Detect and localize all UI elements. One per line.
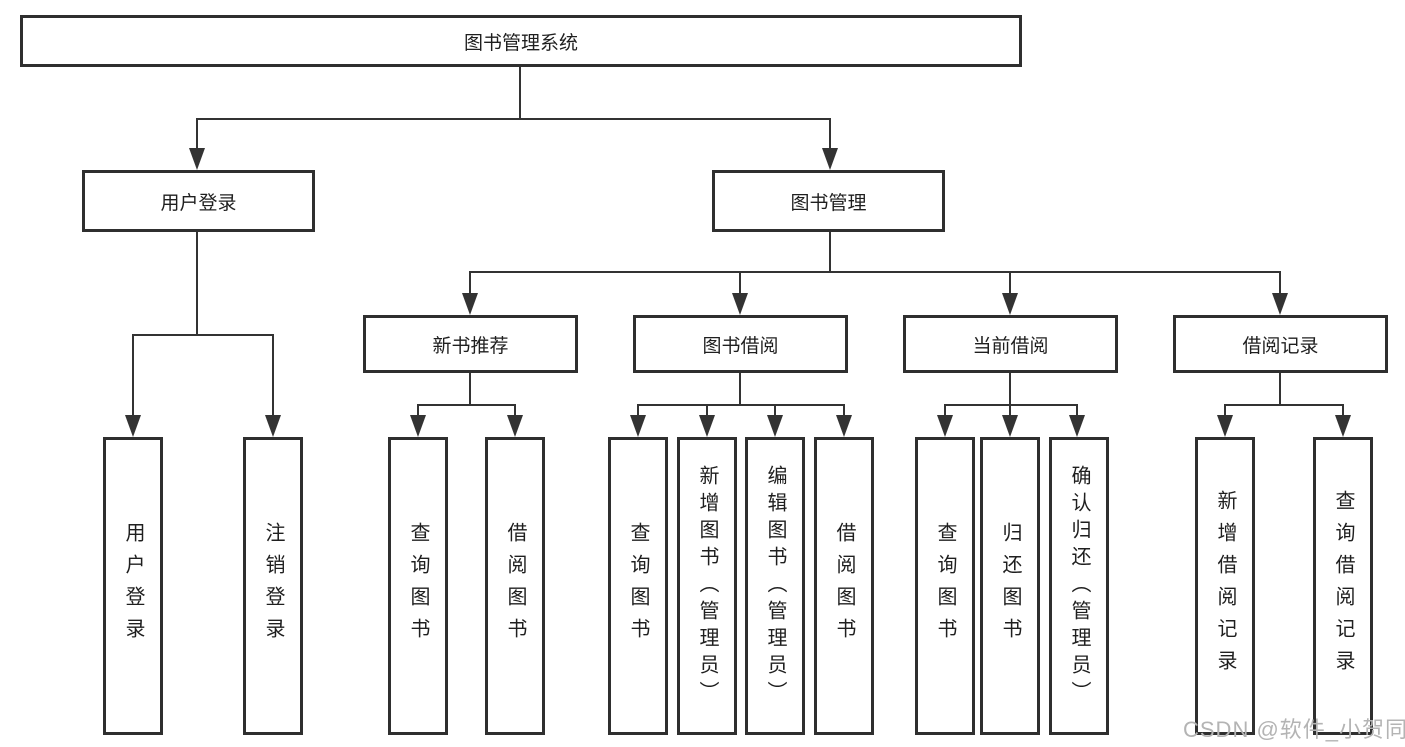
connector-branch bbox=[514, 405, 516, 421]
connector-branch bbox=[843, 405, 845, 421]
connector-bus bbox=[469, 271, 1281, 273]
connector-stem bbox=[469, 371, 471, 405]
node-label: 新增图书（管理员） bbox=[696, 464, 718, 708]
arrow-down-icon bbox=[767, 415, 783, 437]
arrow-down-icon bbox=[265, 415, 281, 437]
connector-bus bbox=[944, 404, 1078, 406]
connector-stem bbox=[829, 230, 831, 272]
leaf-user-login: 用户登录 bbox=[103, 437, 163, 735]
arrow-down-icon bbox=[1217, 415, 1233, 437]
leaf-confirm-return-admin: 确认归还（管理员） bbox=[1049, 437, 1109, 735]
connector-branch bbox=[944, 405, 946, 421]
connector-stem bbox=[196, 230, 198, 335]
node-label: 注销登录 bbox=[262, 522, 284, 650]
arrow-down-icon bbox=[699, 415, 715, 437]
node-label: 用户登录 bbox=[122, 522, 144, 650]
leaf-return-books: 归还图书 bbox=[980, 437, 1040, 735]
leaf-query-books-current: 查询图书 bbox=[915, 437, 975, 735]
node-label: 归还图书 bbox=[999, 522, 1021, 650]
arrow-down-icon bbox=[1272, 293, 1288, 315]
connector-branch bbox=[196, 119, 198, 154]
leaf-borrow-books: 借阅图书 bbox=[814, 437, 874, 735]
leaf-borrow-books-recommendation: 借阅图书 bbox=[485, 437, 545, 735]
connector-branch bbox=[739, 272, 741, 299]
connector-stem bbox=[1279, 371, 1281, 405]
node-book-management: 图书管理 bbox=[712, 170, 945, 232]
arrow-down-icon bbox=[410, 415, 426, 437]
node-label: 新增借阅记录 bbox=[1214, 490, 1236, 682]
leaf-logout: 注销登录 bbox=[243, 437, 303, 735]
node-label: 图书管理 bbox=[790, 192, 867, 214]
arrow-down-icon bbox=[507, 415, 523, 437]
node-label: 当前借阅 bbox=[972, 335, 1049, 357]
arrow-down-icon bbox=[937, 415, 953, 437]
node-library-management-system: 图书管理系统 bbox=[20, 15, 1022, 67]
connector-branch bbox=[417, 405, 419, 421]
leaf-add-books-admin: 新增图书（管理员） bbox=[677, 437, 737, 735]
connector-bus bbox=[1224, 404, 1344, 406]
node-label: 借阅图书 bbox=[504, 522, 526, 650]
node-label: 借阅记录 bbox=[1242, 335, 1319, 357]
arrow-down-icon bbox=[1335, 415, 1351, 437]
connector-branch bbox=[1009, 272, 1011, 299]
node-label: 确认归还（管理员） bbox=[1068, 464, 1090, 708]
node-current-borrowing: 当前借阅 bbox=[903, 315, 1118, 373]
leaf-query-books-recommendation: 查询图书 bbox=[388, 437, 448, 735]
arrow-down-icon bbox=[1002, 415, 1018, 437]
connector-branch bbox=[774, 405, 776, 421]
node-label: 借阅图书 bbox=[833, 522, 855, 650]
connector-stem bbox=[1009, 371, 1011, 405]
arrow-down-icon bbox=[462, 293, 478, 315]
node-label: 查询图书 bbox=[627, 522, 649, 650]
arrow-down-icon bbox=[1002, 293, 1018, 315]
arrow-down-icon bbox=[836, 415, 852, 437]
node-label: 查询图书 bbox=[934, 522, 956, 650]
connector-bus bbox=[132, 334, 274, 336]
leaf-query-books-borrowing: 查询图书 bbox=[608, 437, 668, 735]
connector-bus bbox=[196, 118, 831, 120]
node-label: 图书借阅 bbox=[702, 335, 779, 357]
node-label: 图书管理系统 bbox=[463, 32, 578, 54]
node-book-borrowing: 图书借阅 bbox=[633, 315, 848, 373]
arrow-down-icon bbox=[732, 293, 748, 315]
connector-stem bbox=[739, 371, 741, 405]
connector-branch bbox=[1224, 405, 1226, 421]
connector-branch bbox=[829, 119, 831, 154]
node-label: 查询借阅记录 bbox=[1332, 490, 1354, 682]
arrow-down-icon bbox=[125, 415, 141, 437]
connector-branch bbox=[706, 405, 708, 421]
connector-branch bbox=[1076, 405, 1078, 421]
node-new-book-recommendation: 新书推荐 bbox=[363, 315, 578, 373]
leaf-add-borrow-record: 新增借阅记录 bbox=[1195, 437, 1255, 735]
node-label: 新书推荐 bbox=[432, 335, 509, 357]
connector-branch bbox=[272, 335, 274, 421]
node-borrowing-records: 借阅记录 bbox=[1173, 315, 1388, 373]
connector-branch bbox=[1342, 405, 1344, 421]
leaf-query-borrow-record: 查询借阅记录 bbox=[1313, 437, 1373, 735]
node-label: 用户登录 bbox=[160, 192, 237, 214]
arrow-down-icon bbox=[822, 148, 838, 170]
connector-branch bbox=[132, 335, 134, 421]
connector-branch bbox=[469, 272, 471, 299]
arrow-down-icon bbox=[189, 148, 205, 170]
leaf-edit-books-admin: 编辑图书（管理员） bbox=[745, 437, 805, 735]
connector-bus bbox=[417, 404, 516, 406]
node-user-login: 用户登录 bbox=[82, 170, 315, 232]
arrow-down-icon bbox=[630, 415, 646, 437]
connector-branch bbox=[1279, 272, 1281, 299]
arrow-down-icon bbox=[1069, 415, 1085, 437]
connector-branch bbox=[1009, 405, 1011, 421]
csdn-watermark: CSDN @软件_小贺同学 bbox=[1183, 717, 1405, 742]
connector-bus bbox=[637, 404, 845, 406]
connector-branch bbox=[637, 405, 639, 421]
connector-stem bbox=[519, 67, 521, 119]
node-label: 查询图书 bbox=[407, 522, 429, 650]
node-label: 编辑图书（管理员） bbox=[764, 464, 786, 708]
